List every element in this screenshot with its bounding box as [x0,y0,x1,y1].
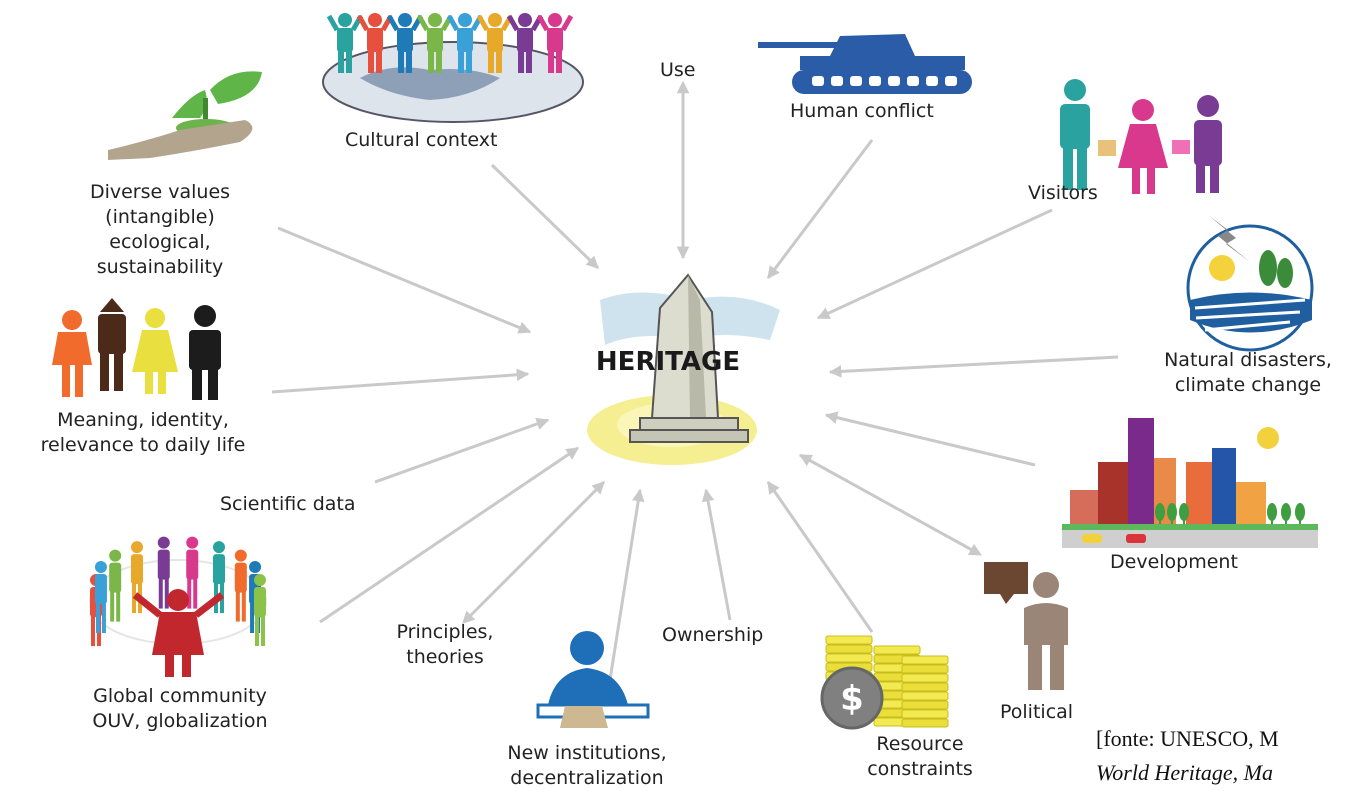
arrow-visitors [816,208,1053,320]
office-worker-icon [536,631,650,728]
visitors-icon [1060,79,1222,194]
city-icon [1062,418,1318,548]
label-meaning-identity: Meaning, identity, relevance to daily li… [40,409,246,456]
source-note-line1: [fonte: UNESCO, M [1096,726,1279,751]
tank-icon [758,34,972,94]
heritage-monument [587,273,780,465]
label-development: Development [1110,551,1238,573]
arrow-diverse-values [277,226,532,334]
arrow-meaning [271,368,530,394]
family-icon [52,298,221,400]
arrow-scientific-data [374,417,550,484]
label-natural-disasters: Natural disasters, climate change [1164,349,1332,396]
label-scientific-data: Scientific data [220,493,356,515]
coins-dollar-icon: $ [820,635,949,730]
people-on-globe-icon [322,13,584,123]
arrow-global-community [319,446,580,624]
arrow-ownership [701,488,732,621]
source-note-line2: World Heritage, Ma [1096,760,1274,785]
label-human-conflict: Human conflict [790,100,934,122]
label-diverse-values: Diverse values (intangible) ecological, … [89,181,231,278]
speaker-icon [984,562,1068,690]
weather-disaster-icon [1186,215,1314,352]
label-political: Political [1000,701,1074,723]
label-use: Use [660,59,696,81]
arrows [271,80,1119,706]
community-circle-icon [89,536,267,677]
arrow-new-institutions [604,488,645,706]
arrow-cultural-context [490,163,600,270]
arrow-human-conflict [766,139,874,280]
arrow-natural-disasters [828,355,1119,378]
arrow-political [798,453,982,556]
arrow-development [824,411,1036,467]
plant-in-hand-icon [108,71,262,160]
svg-text:$: $ [840,679,864,719]
label-new-institutions: New institutions, decentralization [507,742,667,789]
label-visitors: Visitors [1028,182,1098,204]
label-principles: Principles, theories [396,621,494,668]
label-cultural-context: Cultural context [345,129,498,151]
center-title: HERITAGE [596,347,740,377]
label-global-community: Global community OUV, globalization [92,685,268,732]
label-resource-constraints: Resource constraints [867,733,973,780]
label-ownership: Ownership [662,624,764,646]
arrow-principles [461,480,606,625]
arrow-resource-constraints [766,480,874,633]
